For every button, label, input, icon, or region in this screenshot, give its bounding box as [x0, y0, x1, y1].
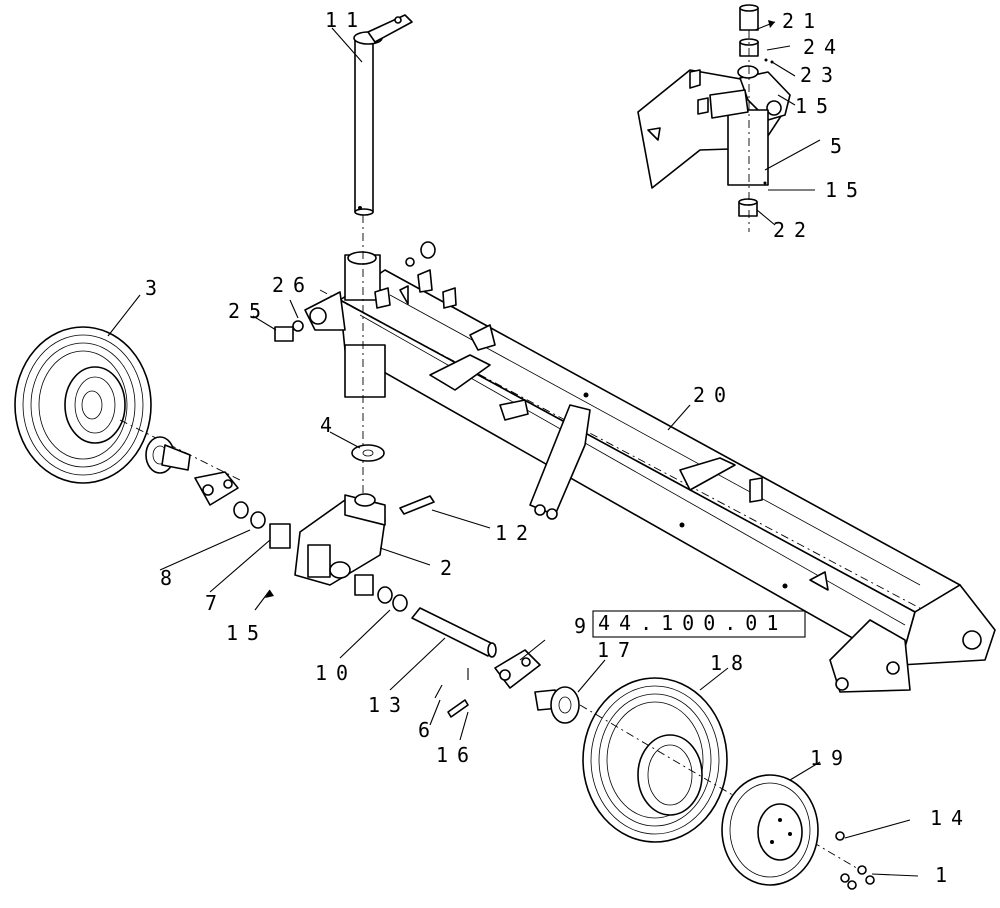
- reference-number: 44.100.01: [598, 611, 787, 635]
- label-10: 10: [315, 661, 357, 685]
- right-clamp: [494, 649, 541, 689]
- label-15-inset-top: 15: [795, 94, 837, 118]
- left-wheel: [14, 326, 241, 484]
- right-hub: [534, 686, 580, 724]
- steering-knuckle: [294, 493, 435, 586]
- leader-lines: [107, 20, 919, 877]
- inset-spindle-assembly: [637, 4, 791, 232]
- label-7: 7: [205, 591, 226, 615]
- label-15-inset-bottom: 15: [825, 178, 867, 202]
- label-11: 11: [325, 8, 367, 32]
- label-19: 19: [810, 746, 852, 770]
- kingpin: [353, 14, 413, 216]
- rim-19: [721, 774, 819, 886]
- left-clamp: [194, 471, 291, 549]
- washer-26: [292, 320, 304, 332]
- label-8: 8: [160, 566, 181, 590]
- label-25: 25: [228, 299, 270, 323]
- axle-beam: [304, 215, 996, 693]
- label-21: 21: [782, 9, 824, 33]
- label-14: 14: [930, 806, 972, 830]
- washer-4: [351, 444, 385, 462]
- label-23: 23: [800, 63, 842, 87]
- label-2: 2: [440, 556, 461, 580]
- label-18: 18: [710, 651, 752, 675]
- label-22: 22: [773, 218, 815, 242]
- label-5: 5: [830, 134, 851, 158]
- label-26: 26: [272, 273, 314, 297]
- bushings-10: [354, 574, 408, 612]
- callout-labels: 11 21 24 23 15 5 15 22 26 25 3 4 20 12 2…: [145, 8, 972, 887]
- label-4: 4: [320, 413, 341, 437]
- label-15-knuckle: 15: [226, 621, 268, 645]
- label-16: 16: [436, 743, 478, 767]
- right-wheel: [579, 677, 861, 871]
- pin-13: [411, 607, 497, 658]
- pin-16: [447, 699, 469, 718]
- wheel-bolts: [835, 831, 875, 890]
- reference-box: [592, 610, 806, 638]
- reference-prefix: 9: [574, 614, 595, 638]
- label-12: 12: [495, 521, 537, 545]
- label-24: 24: [803, 35, 845, 59]
- label-17: 17: [597, 638, 639, 662]
- label-1: 1: [935, 863, 956, 887]
- label-6: 6: [418, 718, 439, 742]
- label-3: 3: [145, 276, 166, 300]
- bushing-25: [274, 326, 294, 342]
- left-hub: [145, 436, 191, 474]
- label-13: 13: [368, 693, 410, 717]
- label-20: 20: [693, 383, 735, 407]
